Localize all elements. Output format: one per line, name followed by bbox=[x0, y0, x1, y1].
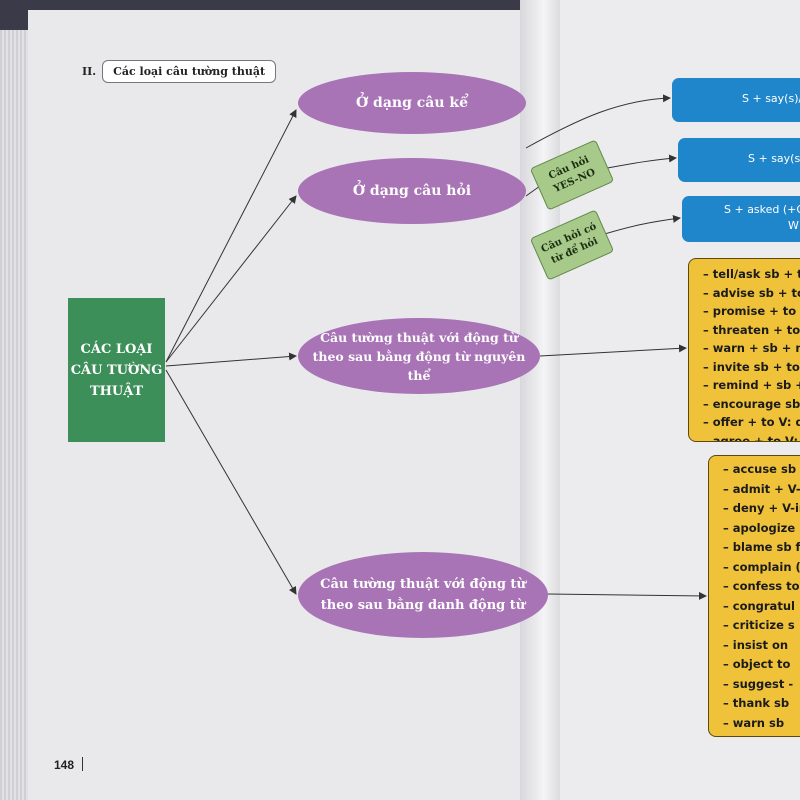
infinitive-verb-list: – tell/ask sb + to V – advise sb + to V:… bbox=[688, 258, 800, 442]
list-item: – promise + to V: bbox=[703, 304, 800, 318]
list-item: – deny + V-ing bbox=[723, 501, 800, 515]
list-item: – invite sb + to V bbox=[703, 359, 800, 374]
list-item: – apologize ( bbox=[723, 520, 800, 535]
list-item: – warn sb bbox=[723, 715, 785, 730]
list-item: – thank sb bbox=[723, 696, 790, 710]
list-item: – tell/ask sb + to V bbox=[703, 267, 800, 281]
branch-infinitive-node: Câu tường thuật với động từ theo sau bằn… bbox=[298, 318, 540, 394]
formula-text: S + say(s), bbox=[748, 152, 800, 165]
formula-text: S + asked (+O bbox=[724, 203, 800, 216]
formula-text-continued: W bbox=[788, 219, 799, 232]
connector-root-to-infinitive bbox=[165, 352, 297, 367]
section-heading: II. Các loại câu tường thuật bbox=[82, 58, 277, 84]
branch-question-node: Ở dạng câu hỏi bbox=[298, 158, 526, 224]
list-item: – insist on bbox=[723, 637, 789, 652]
section-number: II. bbox=[82, 64, 97, 78]
list-item: – threaten + to V bbox=[703, 322, 800, 337]
connector-root-to-statement bbox=[165, 109, 297, 363]
formula-text: S + say(s)/s bbox=[742, 92, 800, 105]
connector-infinitive-to-list bbox=[539, 344, 687, 357]
list-item: – advise sb + to V: bbox=[703, 285, 800, 300]
mindmap-root-node: CÁC LOẠI CÂU TƯỜNG THUẬT bbox=[68, 298, 165, 442]
formula-box-yes-no: S + say(s), bbox=[678, 138, 800, 182]
connector-root-to-question bbox=[165, 195, 297, 363]
connector-statement-to-formula bbox=[525, 94, 671, 149]
branch-gerund-node: Câu tường thuật với động từ theo sau bằn… bbox=[298, 552, 548, 638]
list-item: – criticize s bbox=[723, 618, 795, 632]
list-item: – admit + V-in bbox=[723, 481, 800, 496]
list-item: – agree + to V: bbox=[703, 433, 799, 442]
list-item: – confess to bbox=[723, 579, 800, 593]
list-item: – congratul bbox=[723, 598, 795, 613]
list-item: – encourage sb bbox=[703, 396, 800, 411]
list-item: – blame sb fo bbox=[723, 540, 800, 554]
list-item: – complain ( bbox=[723, 559, 800, 574]
formula-box-wh: S + asked (+O W bbox=[682, 196, 800, 242]
connector-gerund-to-list bbox=[547, 591, 707, 600]
page-number: 148 bbox=[54, 758, 75, 772]
list-item: – object to bbox=[723, 657, 791, 671]
connector-root-to-gerund bbox=[165, 369, 297, 595]
list-item: – warn + sb + no bbox=[703, 341, 800, 355]
list-item: – accuse sb of bbox=[723, 462, 800, 476]
list-item: – remind + sb + bbox=[703, 378, 800, 392]
branch-statement-node: Ở dạng câu kể bbox=[298, 72, 526, 134]
list-item: – offer + to V: d bbox=[703, 415, 800, 429]
formula-box-statement: S + say(s)/s bbox=[672, 78, 800, 122]
section-title: Các loại câu tường thuật bbox=[102, 59, 277, 83]
list-item: – suggest - bbox=[723, 676, 794, 691]
connector-wh-to-formula bbox=[597, 214, 681, 237]
page-edges bbox=[0, 30, 30, 800]
gerund-verb-list: – accuse sb of – admit + V-in – deny + V… bbox=[708, 455, 800, 737]
page-number-divider bbox=[82, 757, 83, 771]
